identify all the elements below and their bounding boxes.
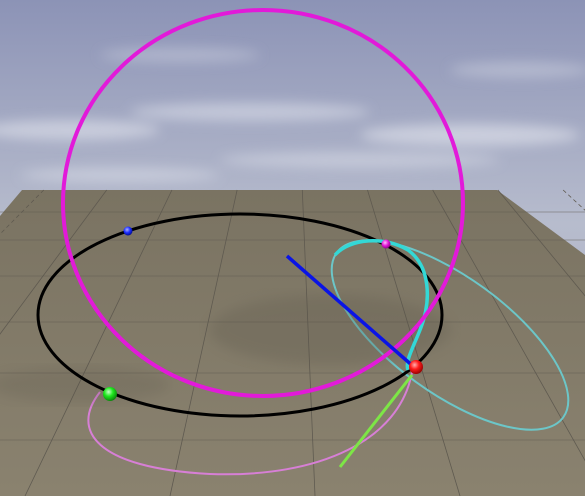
magenta-circle (61, 8, 465, 398)
blue-segment (285, 254, 416, 369)
grid-line-depth (24, 189, 173, 496)
cyan-arc (333, 239, 430, 371)
blue-point[interactable] (123, 226, 133, 236)
soft-shadow-left (0, 367, 170, 403)
grid-line-depth (432, 189, 585, 462)
green-segment (338, 374, 414, 468)
magenta-point[interactable] (381, 239, 391, 249)
magenta-circle-reflection (87, 371, 413, 476)
floor-circle (36, 212, 444, 418)
grid-line-depth (169, 189, 238, 496)
floor-reflections (0, 239, 570, 476)
red-point[interactable] (409, 360, 423, 374)
grid-line-depth (497, 189, 585, 297)
green-point[interactable] (103, 387, 117, 401)
